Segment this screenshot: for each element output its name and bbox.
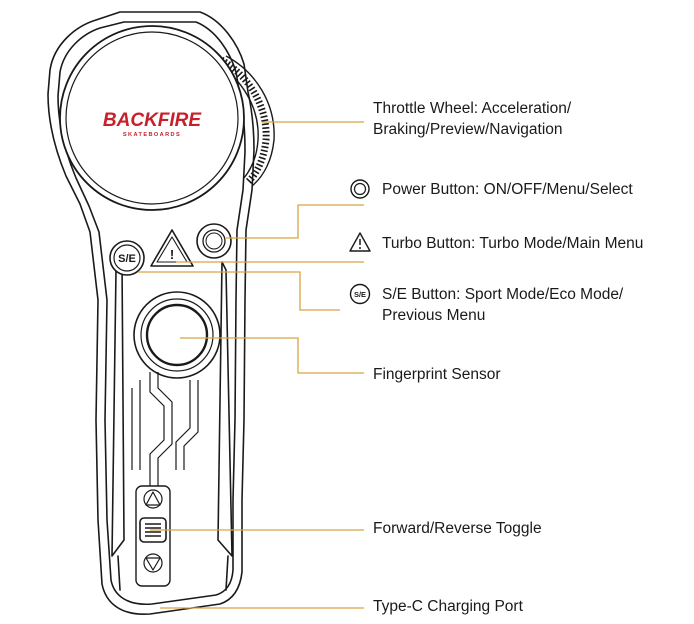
brand-logo: BACKFIRE	[103, 110, 202, 131]
fingerprint-callout: Fingerprint Sensor	[373, 366, 501, 383]
top-cap: BACKFIRE SKATEBOARDS	[59, 25, 245, 211]
leader-se	[138, 271, 340, 311]
down-arrow-icon	[145, 557, 161, 571]
fingerprint-sensor[interactable]	[133, 291, 221, 379]
se-button[interactable]: S/E	[109, 240, 145, 276]
turbo-button-symbol: !	[170, 247, 174, 262]
decorative-lines	[131, 372, 199, 500]
throttle-callout-line2: Braking/Preview/Navigation	[373, 121, 563, 138]
se-circle-icon-text: S/E	[354, 290, 366, 299]
se-circle-icon: S/E	[349, 283, 371, 305]
throttle-wheel-knurl	[216, 54, 270, 185]
button-row: S/E !	[109, 223, 232, 276]
power-callout: Power Button: ON/OFF/Menu/Select	[382, 181, 633, 198]
remote-left-rail	[111, 261, 125, 557]
leader-power	[226, 204, 364, 239]
turbo-button[interactable]: !	[150, 229, 194, 267]
remote-outer-outline	[47, 11, 255, 615]
power-button[interactable]	[196, 223, 232, 259]
remote-right-rail	[217, 261, 233, 557]
forward-reverse-toggle[interactable]	[135, 485, 171, 587]
throttle-callout-line1: Throttle Wheel: Acceleration/	[373, 100, 572, 117]
se-callout-line1: S/E Button: Sport Mode/Eco Mode/	[382, 286, 624, 303]
se-callout-line2: Previous Menu	[382, 307, 486, 324]
turbo-callout: Turbo Button: Turbo Mode/Main Menu	[382, 235, 644, 252]
charging-callout: Type-C Charging Port	[373, 598, 523, 615]
leader-fingerprint	[180, 337, 364, 374]
up-arrow-icon	[145, 491, 161, 506]
power-ring-icon	[350, 179, 370, 199]
throttle-callout: Throttle Wheel: Acceleration/ Braking/Pr…	[373, 98, 571, 140]
leader-lines	[138, 121, 364, 609]
se-button-label: S/E	[118, 253, 136, 265]
se-callout: S/E Button: Sport Mode/Eco Mode/ Previou…	[382, 284, 623, 326]
toggle-callout: Forward/Reverse Toggle	[373, 520, 542, 537]
brand-subtitle: SKATEBOARDS	[123, 132, 181, 138]
warning-triangle-icon	[349, 232, 371, 252]
